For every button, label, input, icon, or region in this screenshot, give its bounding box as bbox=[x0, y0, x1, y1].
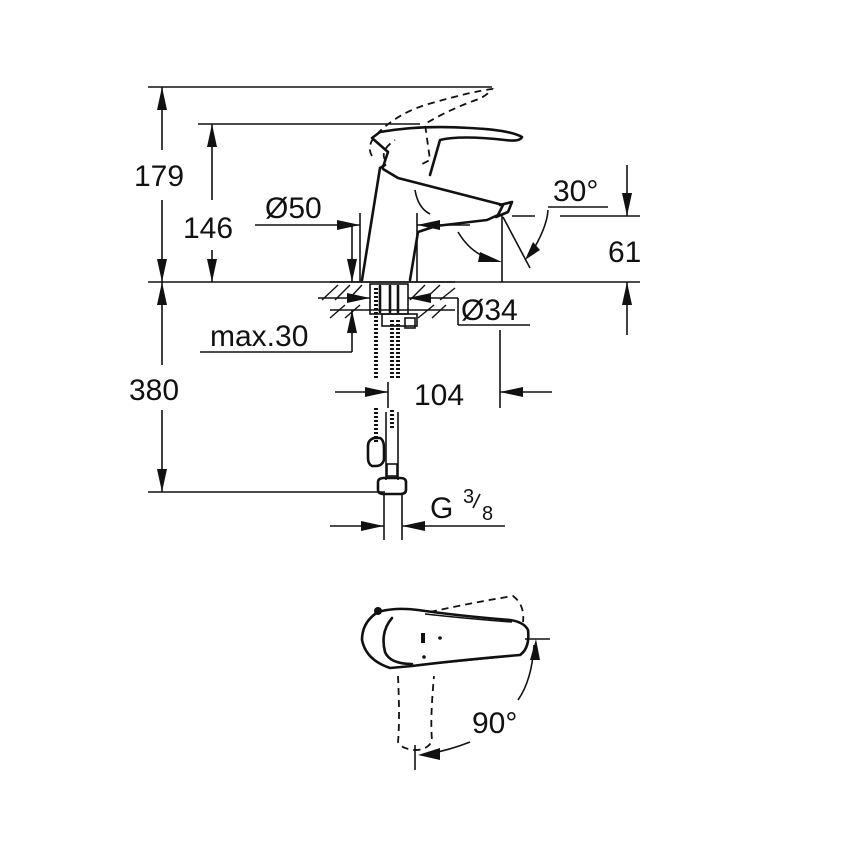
label-d34: Ø34 bbox=[461, 294, 518, 327]
label-146: 146 bbox=[183, 212, 233, 245]
label-d50: Ø50 bbox=[265, 192, 322, 225]
label-g38-main: G bbox=[430, 492, 453, 525]
label-max30: max.30 bbox=[210, 320, 308, 353]
dimension-max30 bbox=[200, 225, 357, 353]
faucet-body bbox=[360, 87, 524, 282]
label-30-deg: 30° bbox=[553, 175, 598, 208]
label-61: 61 bbox=[608, 236, 641, 269]
label-g38-denominator: 8 bbox=[482, 503, 493, 525]
label-380: 380 bbox=[129, 374, 179, 407]
top-view bbox=[360, 595, 550, 770]
label-g38-numerator: 3 bbox=[463, 486, 474, 508]
hot-cold-indicator bbox=[374, 607, 382, 615]
label-104: 104 bbox=[414, 379, 464, 412]
label-90-deg: 90° bbox=[472, 707, 517, 740]
dimension-146 bbox=[207, 124, 217, 282]
dimension-d34 bbox=[318, 293, 530, 326]
dimension-g38 bbox=[330, 493, 505, 531]
supply-hoses bbox=[366, 288, 408, 540]
deck-section bbox=[321, 281, 456, 329]
angle-30 bbox=[457, 206, 640, 282]
dimension-104 bbox=[335, 330, 552, 408]
dimension-61 bbox=[622, 165, 632, 335]
side-view bbox=[148, 86, 640, 540]
dimension-380 bbox=[157, 282, 167, 492]
dimension-179 bbox=[157, 87, 167, 282]
label-179: 179 bbox=[134, 160, 184, 193]
